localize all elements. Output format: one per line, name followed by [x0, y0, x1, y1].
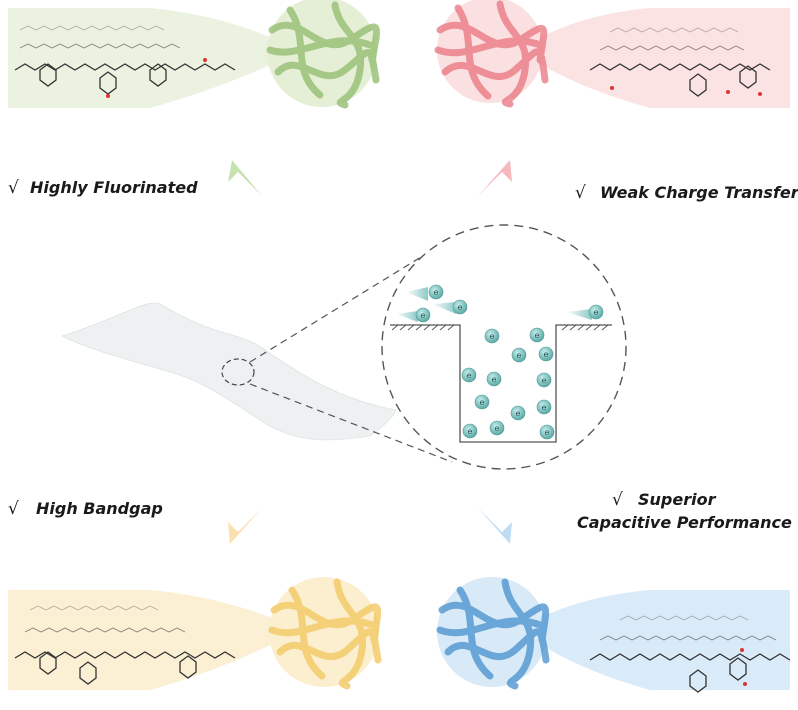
polymer-chains-blue	[436, 578, 550, 690]
electron-label: e	[535, 331, 540, 340]
zoom-circle	[381, 224, 627, 470]
electron-label: e	[516, 409, 521, 418]
electron-label: e	[490, 332, 495, 341]
electron-icon	[415, 307, 431, 323]
label-superior-capacitive: √ Superior Capacitive Performance	[577, 490, 792, 532]
check-icon: √	[8, 178, 19, 198]
electron-icon	[538, 346, 554, 362]
electron-icon	[461, 367, 477, 383]
label-text: High Bandgap	[36, 499, 163, 518]
zoom-line-top	[249, 237, 453, 363]
polymer-chains-red	[434, 0, 549, 108]
label-weak-charge-transfer: √ Weak Charge Transfer	[575, 183, 798, 203]
panel-highly-fluorinated	[8, 0, 381, 109]
electron-trail	[406, 287, 428, 301]
electron-icon	[489, 420, 505, 436]
arrow-icon-yellow	[228, 508, 262, 544]
check-icon: √	[612, 490, 623, 510]
electron-icon	[511, 347, 527, 363]
molecular-structure-red	[589, 27, 771, 97]
electron-icon	[428, 284, 444, 300]
speech-bubble-yellow	[8, 590, 272, 690]
label-text: Superior	[638, 490, 717, 509]
fluorine-marks-blue	[740, 648, 747, 686]
panel-superior-capacitive	[436, 577, 791, 693]
surface-well	[390, 324, 612, 443]
label-text: Capacitive Performance	[577, 513, 792, 532]
label-text: Highly Fluorinated	[30, 178, 198, 197]
electron-trail	[396, 311, 418, 322]
electron-icon	[529, 327, 545, 343]
electron-label: e	[458, 303, 463, 312]
arrow-icon-red	[478, 160, 512, 196]
electron-label: e	[594, 308, 599, 317]
electron-label: e	[517, 351, 522, 360]
electron-trail	[566, 309, 592, 320]
arrow-icon-blue	[478, 508, 512, 544]
electron-icon	[484, 328, 500, 344]
polymer-chains-green	[266, 1, 381, 109]
molecular-structure-yellow	[14, 605, 236, 685]
speech-bubble-green	[8, 8, 272, 108]
electron-label: e	[542, 403, 547, 412]
electron-icon	[510, 405, 526, 421]
electron-icon	[588, 304, 604, 320]
electron-label: e	[467, 371, 472, 380]
polymer-film	[60, 302, 397, 441]
electron-icon	[536, 399, 552, 415]
electron-label: e	[544, 350, 549, 359]
electron-label: e	[480, 398, 485, 407]
fluorine-marks-green	[106, 58, 207, 98]
electron-label: e	[492, 375, 497, 384]
electron-icon	[536, 372, 552, 388]
electron-label: e	[542, 376, 547, 385]
electron-icon	[474, 394, 490, 410]
check-icon: √	[575, 183, 586, 203]
fluorine-marks-red	[610, 86, 762, 96]
molecular-structure-blue	[589, 615, 791, 693]
molecular-structure-green	[14, 25, 236, 95]
electron-icon	[486, 371, 502, 387]
electron-trail	[432, 302, 456, 314]
label-highly-fluorinated: √ Highly Fluorinated	[8, 178, 198, 198]
electron-icon	[539, 424, 555, 440]
label-high-bandgap: √ High Bandgap	[8, 499, 163, 519]
speech-bubble-red	[540, 8, 790, 108]
label-text: Weak Charge Transfer	[600, 183, 798, 202]
arrow-icon-green	[228, 160, 262, 196]
electron-label: e	[421, 311, 426, 320]
polymer-chains-yellow	[268, 578, 382, 690]
speech-bubble-blue	[540, 590, 790, 690]
electron-group: e e e e e e e e e e e e e e e e e	[415, 284, 604, 440]
electron-label: e	[495, 424, 500, 433]
electron-icon	[452, 299, 468, 315]
moving-electrons	[396, 287, 592, 322]
electron-label: e	[545, 428, 550, 437]
check-icon: √	[8, 499, 19, 519]
zoom-origin-circle	[221, 358, 255, 386]
panel-weak-charge-transfer	[434, 0, 790, 108]
electron-icon	[462, 423, 478, 439]
electron-label: e	[434, 288, 439, 297]
zoom-line-bottom	[249, 383, 453, 463]
electron-label: e	[468, 427, 473, 436]
panel-high-bandgap	[8, 577, 382, 690]
